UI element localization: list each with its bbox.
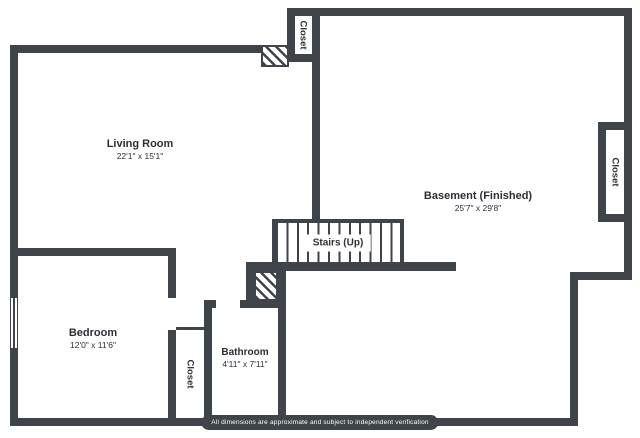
living-room-name: Living Room [106, 138, 174, 150]
wall-left-lower [10, 348, 18, 426]
window-pane [13, 298, 15, 348]
wall-right-lower [570, 272, 578, 426]
stairs-right-line [400, 219, 404, 271]
wall-bedroom-right-lower [168, 330, 176, 426]
stairs-top-line [272, 219, 404, 223]
wall-closet-bottom-right [204, 300, 212, 426]
closet-right-label: Closet [609, 157, 621, 187]
wall-bedroom-top [10, 248, 176, 256]
basement-dimensions: 25'7" x 29'8" [454, 203, 502, 214]
wall-left-upper [10, 45, 18, 298]
wall-closet-top-bottom [287, 54, 320, 62]
wall-stairs-bottom [248, 262, 456, 271]
basement-name: Basement (Finished) [423, 190, 533, 202]
wall-step [570, 272, 632, 280]
stairs-label: Stairs (Up) [305, 234, 371, 252]
wall-divider-living-basement [312, 8, 320, 223]
wall-closet-right-bottom [598, 214, 632, 222]
stairs-left-line [272, 219, 276, 271]
wall-bathroom-top-right [240, 300, 278, 308]
bedroom-dimensions: 12'0" x 11'6" [70, 340, 116, 351]
bathroom-dimensions: 4'11" x 7'11" [222, 359, 268, 369]
wall-bedroom-right-upper [168, 248, 176, 298]
wall-closet-right-top [598, 122, 632, 130]
bedroom-label: Bedroom 12'0" x 11'6" [13, 326, 173, 351]
bedroom-name: Bedroom [68, 327, 118, 339]
bathroom-label: Bathroom 4'11" x 7'11" [195, 346, 295, 370]
hatch-under-stairs [254, 271, 278, 301]
wall-top [287, 8, 632, 16]
basement-label: Basement (Finished) 25'7" x 29'8" [388, 189, 568, 214]
hatch-wall-top [261, 45, 289, 67]
wall-closet-right-left [598, 122, 606, 222]
wall-bathroom-right [278, 262, 286, 418]
living-room-dimensions: 22'1" x 15'1" [116, 151, 164, 162]
living-room-label: Living Room 22'1" x 15'1" [50, 137, 230, 162]
closet-bottom-door-line [176, 327, 204, 330]
wall-living-top [10, 45, 295, 53]
wall-understairs-left [246, 262, 254, 308]
closet-bottom-label: Closet [184, 359, 196, 389]
disclaimer-badge: All dimensions are approximate and subje… [201, 415, 439, 430]
bedroom-window [10, 298, 18, 348]
wall-closet-top-left [287, 8, 295, 62]
closet-top-label: Closet [297, 20, 309, 50]
bathroom-name: Bathroom [221, 347, 269, 358]
wall-right-upper [624, 8, 632, 280]
